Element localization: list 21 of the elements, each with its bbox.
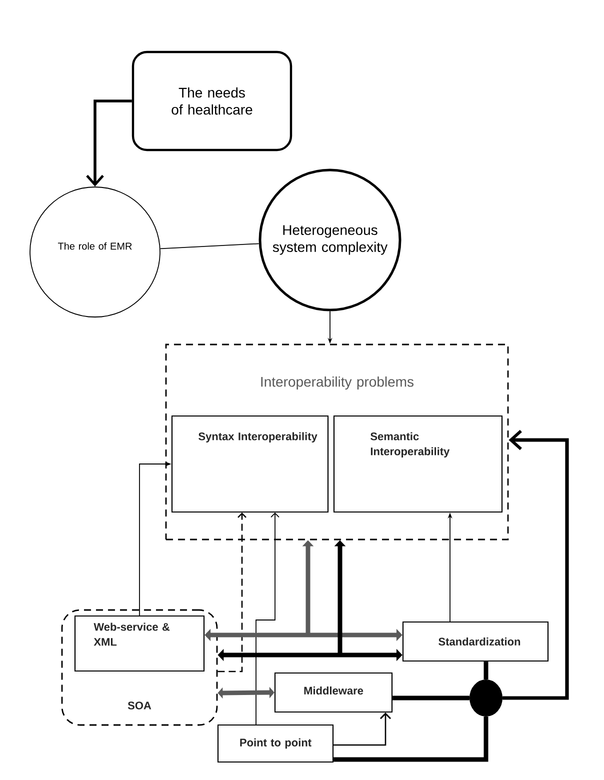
connector-line (484, 662, 488, 680)
circle-node: The role of EMR (30, 186, 160, 318)
arrow (502, 430, 569, 700)
process-box: Semantic Interoperability (333, 415, 503, 513)
junction-dot (470, 680, 502, 716)
rounded-box: The needs of healthcare (132, 50, 292, 152)
double-arrow (218, 686, 274, 699)
process-box: Standardization (402, 621, 549, 662)
arrow (218, 512, 246, 672)
circle-node: Heterogeneous system complexity (258, 168, 402, 312)
process-box: Middleware (274, 672, 393, 713)
connector-line (160, 243, 260, 250)
process-box: Point to point (217, 724, 334, 763)
process-box: Syntax Interoperability (171, 415, 329, 513)
arrow (86, 100, 132, 187)
connector-line (334, 716, 488, 762)
connector-line (392, 696, 470, 700)
arrow (256, 512, 280, 725)
double-arrow (204, 628, 402, 642)
arrow (334, 712, 392, 746)
process-box: Web-service & XML (74, 615, 205, 672)
